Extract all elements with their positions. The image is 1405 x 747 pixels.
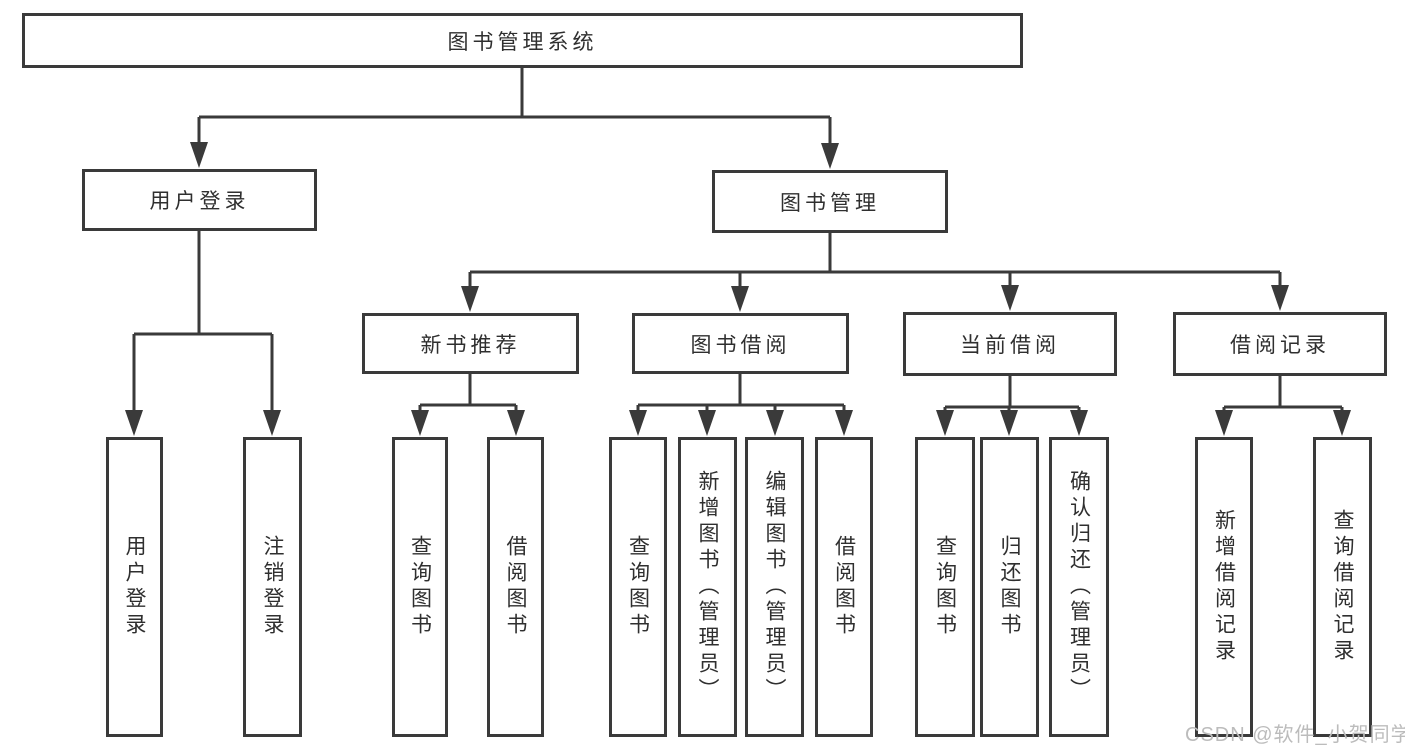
node-label: 借阅图书 [832,535,856,639]
node-label: 查询图书 [408,535,432,639]
node-label: 借阅图书 [504,535,527,639]
node-user-login-branch: 用户登录 [82,169,317,231]
node-label: 用户登录 [149,190,250,213]
node-label: 归还图书 [998,535,1021,639]
node-leaf-add-borrow-record: 新增借阅记录 [1195,437,1253,737]
node-leaf-return-books: 归还图书 [980,437,1039,737]
node-new-book-recommend: 新书推荐 [362,313,579,374]
node-label: 查询借阅记录 [1331,509,1354,665]
node-label: 借阅记录 [1230,334,1330,357]
node-label: 新书推荐 [420,333,521,357]
node-leaf-user-login: 用户登录 [106,437,163,737]
node-leaf-query-books-current: 查询图书 [915,437,975,737]
node-label: 新增借阅记录 [1212,509,1236,665]
arrowheads [125,142,1351,436]
node-leaf-confirm-return-admin: 确认归还（管理员） [1049,437,1109,737]
node-label: 新增图书（管理员） [696,470,719,704]
node-leaf-borrow-books-recommend: 借阅图书 [487,437,544,737]
node-label: 图书管理 [780,191,880,215]
node-label: 图书借阅 [690,333,791,357]
node-book-management-branch: 图书管理 [712,170,948,233]
node-leaf-query-borrow-record: 查询借阅记录 [1313,437,1372,737]
node-label: 编辑图书（管理员） [763,470,786,704]
node-leaf-logout-login: 注销登录 [243,437,302,737]
node-label: 用户登录 [123,535,146,639]
node-borrowing-records: 借阅记录 [1173,312,1387,376]
node-leaf-add-books-admin: 新增图书（管理员） [678,437,737,737]
node-leaf-query-books-borrowing: 查询图书 [609,437,667,737]
node-book-borrowing: 图书借阅 [632,313,849,374]
node-label: 确认归还（管理员） [1067,470,1091,704]
node-label: 查询图书 [626,535,650,639]
csdn-watermark: CSDN @软件_小贺同学 [1185,724,1405,746]
node-leaf-borrow-books: 借阅图书 [815,437,873,737]
node-label: 查询图书 [933,535,957,639]
node-current-borrowing: 当前借阅 [903,312,1117,376]
node-leaf-query-books-recommend: 查询图书 [392,437,448,737]
node-label: 注销登录 [261,535,284,639]
node-label: 当前借阅 [960,334,1060,357]
node-leaf-edit-books-admin: 编辑图书（管理员） [745,437,804,737]
node-label: 图书管理系统 [447,30,598,54]
node-library-management-system: 图书管理系统 [22,13,1023,68]
